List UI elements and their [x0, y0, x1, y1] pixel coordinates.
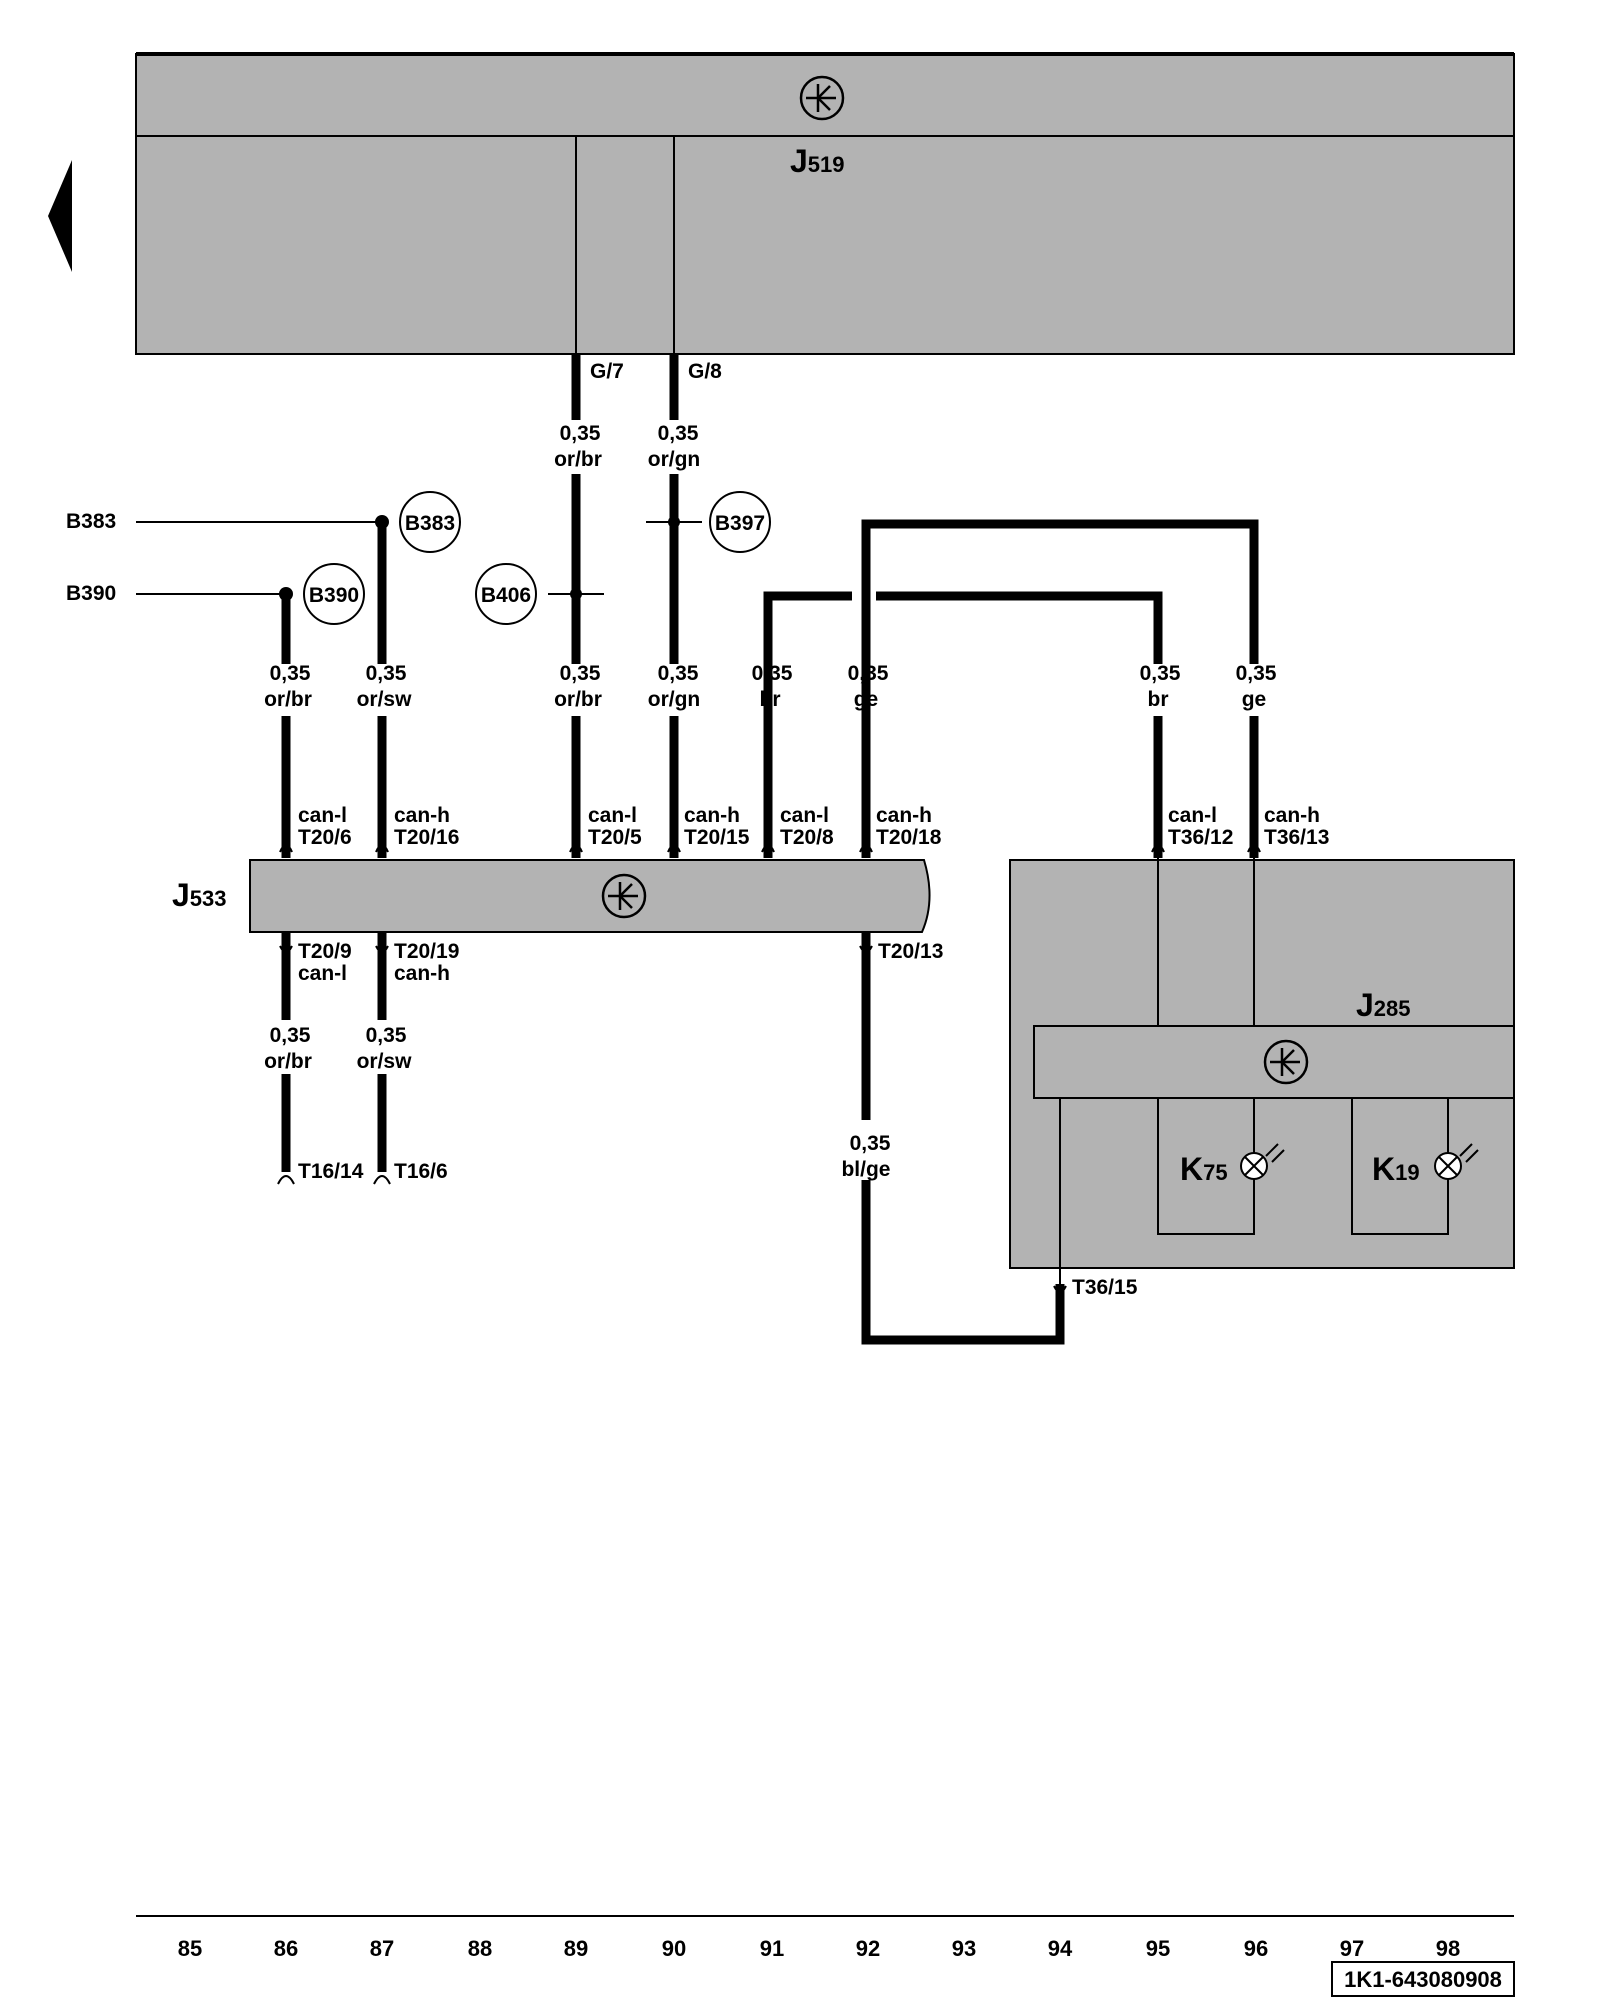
document-number-box	[1331, 1961, 1515, 1997]
wire-color-87a: or/sw	[357, 688, 413, 711]
wire-size-90a: 0,35	[658, 422, 699, 445]
k19-label: K19	[1372, 1151, 1420, 1187]
column-number: 88	[468, 1936, 492, 1961]
j519-label: J519	[790, 143, 845, 179]
column-number: 90	[662, 1936, 686, 1961]
column-number: 85	[178, 1936, 202, 1961]
splice-b390[interactable]: B390	[303, 563, 365, 625]
wire-size-86a: 0,35	[270, 662, 311, 685]
connector-t20-13: T20/13	[878, 940, 943, 963]
connector-t36-15: T36/15	[1072, 1276, 1138, 1299]
column-number: 92	[856, 1936, 880, 1961]
wire-color-92b: bl/ge	[841, 1158, 890, 1181]
column-number: 94	[1048, 1936, 1073, 1961]
wire-color-89a: or/br	[554, 448, 602, 471]
svg-text:B406: B406	[481, 584, 531, 607]
wire-size-87a: 0,35	[366, 662, 407, 685]
wire-size-92: 0,35	[848, 662, 889, 685]
connector-g8: G/8	[688, 360, 722, 383]
connector-t36-13: T36/13	[1264, 826, 1329, 849]
signal-87-top: can-h	[394, 804, 450, 827]
column-number: 96	[1244, 1936, 1268, 1961]
column-numbers: 85 86 87 88 89 90 91 92 93 94 95 96 97 9…	[178, 1936, 1460, 1961]
connector-t20-5: T20/5	[588, 826, 642, 849]
splice-b383[interactable]: B383	[399, 491, 461, 553]
signal-91: can-l	[780, 804, 829, 827]
connector-t20-16: T20/16	[394, 826, 459, 849]
wire-color-90a: or/gn	[648, 448, 701, 471]
splice-b406[interactable]: B406	[475, 563, 537, 625]
column-number: 89	[564, 1936, 588, 1961]
connector-t20-9: T20/9	[298, 940, 352, 963]
column-number: 87	[370, 1936, 394, 1961]
ref-b383-left: B383	[66, 510, 116, 533]
wire-color-91: br	[760, 688, 781, 711]
column-number: 91	[760, 1936, 784, 1961]
j533-box	[249, 859, 931, 933]
column-number: 93	[952, 1936, 976, 1961]
document-number: 1K1-643080908	[1344, 1967, 1502, 1992]
splice-b397[interactable]: B397	[709, 491, 771, 553]
wire-color-87b: or/sw	[357, 1050, 413, 1073]
signal-95: can-l	[1168, 804, 1217, 827]
connector-t20-18: T20/18	[876, 826, 942, 849]
connector-t20-15: T20/15	[684, 826, 750, 849]
wire-color-90b: or/gn	[648, 688, 701, 711]
ref-b390-left: B390	[66, 582, 116, 605]
back-arrow-icon[interactable]	[48, 160, 72, 272]
connector-t16-6: T16/6	[394, 1160, 448, 1183]
j285-control-unit-icon	[1263, 1039, 1309, 1085]
signal-89: can-l	[588, 804, 637, 827]
connector-t16-14: T16/14	[298, 1160, 364, 1183]
wire-color-95: br	[1148, 688, 1169, 711]
column-number: 98	[1436, 1936, 1460, 1961]
column-number: 95	[1146, 1936, 1170, 1961]
wire-color-92: ge	[854, 688, 879, 711]
k75-lamp-icon	[1240, 1143, 1285, 1180]
connector-t36-12: T36/12	[1168, 826, 1233, 849]
j285-label: J285	[1356, 987, 1411, 1023]
signal-90: can-h	[684, 804, 740, 827]
wire-size-89a: 0,35	[560, 422, 601, 445]
wire-size-86b: 0,35	[270, 1024, 311, 1047]
k19-lamp-icon	[1434, 1143, 1479, 1180]
signal-86-bottom: can-l	[298, 962, 347, 985]
wire-size-92b: 0,35	[850, 1132, 891, 1155]
k75-label: K75	[1180, 1151, 1228, 1187]
column-number: 86	[274, 1936, 298, 1961]
wire-color-86b: or/br	[264, 1050, 312, 1073]
connector-t20-6: T20/6	[298, 826, 352, 849]
wire-size-95: 0,35	[1140, 662, 1181, 685]
j533-label: J533	[172, 877, 227, 913]
wire-size-87b: 0,35	[366, 1024, 407, 1047]
svg-text:B383: B383	[405, 512, 455, 535]
signal-87-bottom: can-h	[394, 962, 450, 985]
svg-text:B397: B397	[715, 512, 765, 535]
wire-size-89b: 0,35	[560, 662, 601, 685]
j533-control-unit-icon	[601, 873, 647, 919]
wire-color-89b: or/br	[554, 688, 602, 711]
signal-86-top: can-l	[298, 804, 347, 827]
signal-92: can-h	[876, 804, 932, 827]
svg-text:B390: B390	[309, 584, 359, 607]
wire-color-96: ge	[1242, 688, 1267, 711]
signal-96: can-h	[1264, 804, 1320, 827]
connector-t20-19: T20/19	[394, 940, 459, 963]
wire-size-91: 0,35	[752, 662, 793, 685]
connector-g7: G/7	[590, 360, 624, 383]
wire-size-96: 0,35	[1236, 662, 1277, 685]
j519-control-unit-icon	[799, 75, 845, 121]
connector-t20-8: T20/8	[780, 826, 834, 849]
column-number: 97	[1340, 1936, 1364, 1961]
wire-color-86a: or/br	[264, 688, 312, 711]
wire-size-90b: 0,35	[658, 662, 699, 685]
